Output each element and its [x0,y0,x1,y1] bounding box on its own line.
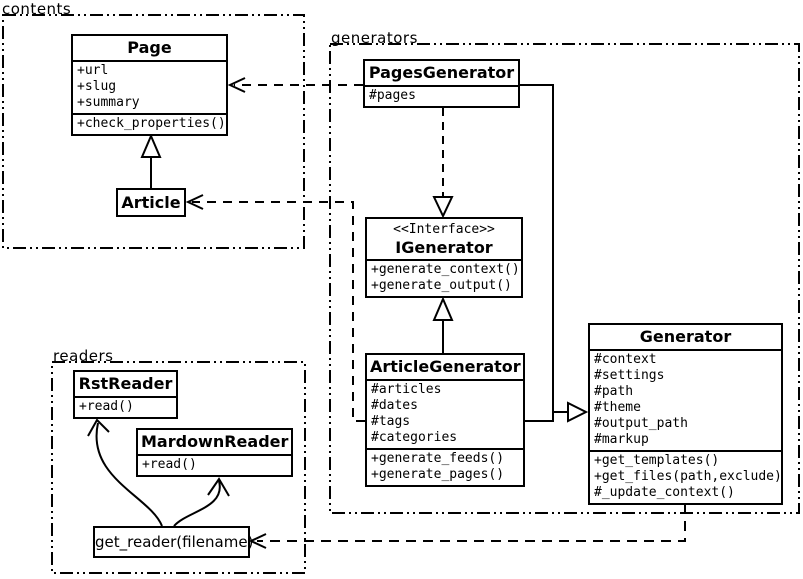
arrow-getreader-to-mardownreader [173,477,230,527]
method: +check_properties() [77,116,226,131]
arrow-getreader-to-rstreader [87,418,163,527]
class-generator-methods: +get_templates() +get_files(path,exclude… [590,450,782,503]
attribute: +slug [77,79,117,94]
method: +get_templates() [594,453,720,468]
method: +read() [79,399,134,414]
generators-package-label: generators [331,29,418,47]
function-get-reader: get_reader(filename) [93,526,253,558]
method: #_update_context() [594,485,735,500]
class-articlegenerator-methods: +generate_feeds() +generate_pages() [367,448,523,485]
dependency-pagesgenerator-to-page [227,77,363,93]
class-rstreader-methods: +read() [75,396,176,417]
dependency-articlegenerator-to-article [185,194,365,422]
method: +generate_context() [371,262,520,277]
contents-package-border [2,14,305,249]
class-rstreader: RstReader +read() [73,370,178,419]
readers-package-border [51,361,306,574]
class-page-name: Page [127,38,172,57]
generalization-generators-to-generator [520,84,589,423]
class-pagesgenerator-name: PagesGenerator [368,63,515,82]
attribute: #categories [371,430,458,445]
attribute: #articles [371,382,442,397]
class-articlegenerator-name: ArticleGenerator [370,357,521,376]
class-igenerator-stereotype: <<Interface>> [393,222,495,237]
class-pagesgenerator-attributes: #pages [365,85,518,106]
attribute: +url [77,63,109,78]
class-mardownreader-methods: +read() [138,454,291,475]
method: +generate_pages() [371,467,505,482]
attribute: #path [594,384,634,399]
class-generator-attributes: #context #settings #path #theme #output_… [590,349,781,450]
attribute: #tags [371,414,411,429]
method: +generate_output() [371,278,512,293]
class-igenerator-name: IGenerator [395,238,493,257]
attribute: +summary [77,95,140,110]
generators-package-border [329,43,800,514]
class-generator: Generator #context #settings #path #them… [588,323,783,505]
dependency-generator-to-getreader [248,504,686,549]
attribute: #markup [594,432,649,447]
class-mardownreader: MardownReader +read() [136,428,293,477]
class-igenerator-methods: +generate_context() +generate_output() [367,259,521,296]
attribute: #output_path [594,416,688,431]
class-generator-name: Generator [639,327,732,346]
class-igenerator: <<Interface>> IGenerator +generate_conte… [365,217,523,298]
class-page-attributes: +url +slug +summary [73,60,226,113]
class-articlegenerator-attributes: #articles #dates #tags #categories [367,379,523,448]
realization-pagesgenerator-to-igenerator [432,108,454,219]
method: +read() [142,457,197,472]
class-page-methods: +check_properties() [73,113,226,134]
attribute: #settings [594,368,665,383]
method: +generate_feeds() [371,451,505,466]
class-articlegenerator: ArticleGenerator #articles #dates #tags … [365,353,525,487]
class-rstreader-name: RstReader [78,374,173,393]
attribute: #theme [594,400,641,415]
generalization-article-to-page [140,133,162,188]
method: +get_files(path,exclude) [594,469,782,484]
attribute: #pages [369,88,416,103]
readers-package-label: readers [53,347,114,365]
class-article: Article [116,188,186,217]
class-pagesgenerator: PagesGenerator #pages [363,59,520,108]
class-page: Page +url +slug +summary +check_properti… [71,34,228,136]
class-article-name: Article [121,193,181,212]
class-mardownreader-name: MardownReader [141,432,289,451]
attribute: #dates [371,398,418,413]
contents-package-label: contents [2,0,72,18]
attribute: #context [594,352,657,367]
generalization-articlegenerator-to-igenerator [432,296,454,354]
